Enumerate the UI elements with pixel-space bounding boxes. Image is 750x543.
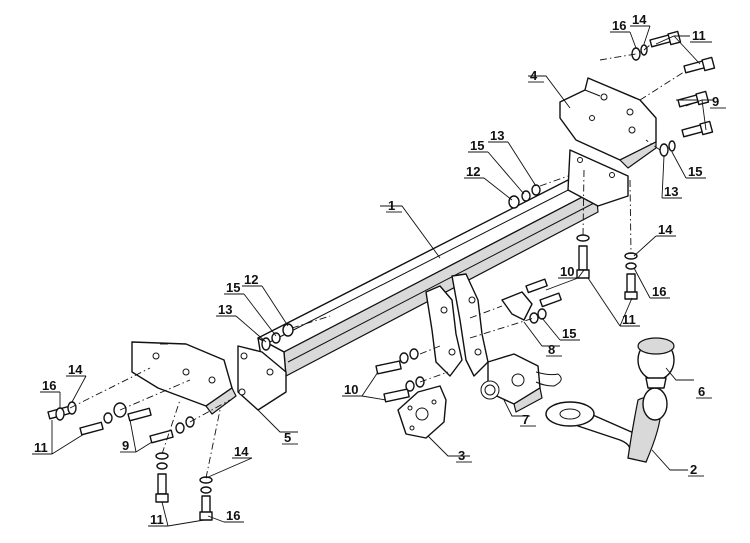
label-part-1: 1 bbox=[388, 198, 395, 213]
label-part-16-top: 16 bbox=[612, 18, 626, 33]
right-bracket-part-4 bbox=[559, 77, 657, 207]
label-part-16-left: 16 bbox=[42, 378, 56, 393]
label-part-14-right: 14 bbox=[658, 222, 673, 237]
label-part-15-right: 15 bbox=[688, 164, 702, 179]
label-part-5: 5 bbox=[284, 430, 291, 445]
label-part-16-right: 16 bbox=[652, 284, 666, 299]
towball-neck-part-2 bbox=[545, 387, 668, 463]
label-part-6: 6 bbox=[698, 384, 705, 399]
leader-lines bbox=[160, 35, 714, 471]
label-part-7: 7 bbox=[522, 412, 529, 427]
label-part-14-top: 14 bbox=[632, 12, 647, 27]
assembly-lines bbox=[69, 44, 685, 479]
label-part-10-left: 10 bbox=[344, 382, 358, 397]
label-underlines bbox=[32, 25, 726, 527]
label-part-9-left: 9 bbox=[122, 438, 129, 453]
part-labels: 1 2 3 4 5 6 7 8 9 9 10 10 11 11 11 11 12… bbox=[34, 12, 719, 527]
label-part-13-upper: 13 bbox=[490, 128, 504, 143]
label-part-11-top-right: 11 bbox=[692, 28, 706, 43]
label-part-11-right: 11 bbox=[622, 312, 636, 327]
left-bracket-part-5 bbox=[131, 341, 287, 415]
label-part-14-left: 14 bbox=[68, 362, 83, 377]
label-part-9-right: 9 bbox=[712, 94, 719, 109]
label-part-8: 8 bbox=[548, 342, 555, 357]
label-part-16-bottom: 16 bbox=[226, 508, 240, 523]
socket-mount-plates bbox=[425, 273, 489, 377]
label-part-14-bottom: 14 bbox=[234, 444, 249, 459]
label-part-15-middle: 15 bbox=[562, 326, 576, 341]
label-part-13-left: 13 bbox=[218, 302, 232, 317]
label-part-10-right: 10 bbox=[560, 264, 574, 279]
label-part-12-upper: 12 bbox=[466, 164, 480, 179]
label-part-15-upper: 15 bbox=[470, 138, 484, 153]
label-part-12-left: 12 bbox=[244, 272, 258, 287]
fasteners bbox=[47, 30, 716, 521]
label-part-11-bottom: 11 bbox=[150, 512, 164, 527]
socket-plate-part-3 bbox=[397, 385, 447, 439]
label-pointers bbox=[51, 25, 687, 527]
label-part-4: 4 bbox=[530, 68, 538, 83]
label-part-15-left: 15 bbox=[226, 280, 240, 295]
towball-part-6 bbox=[637, 337, 675, 389]
label-part-3: 3 bbox=[458, 448, 465, 463]
label-part-11-left: 11 bbox=[34, 440, 48, 455]
electrical-socket-part-7 bbox=[480, 353, 562, 413]
label-part-2: 2 bbox=[690, 462, 697, 477]
label-part-13-right: 13 bbox=[664, 184, 678, 199]
